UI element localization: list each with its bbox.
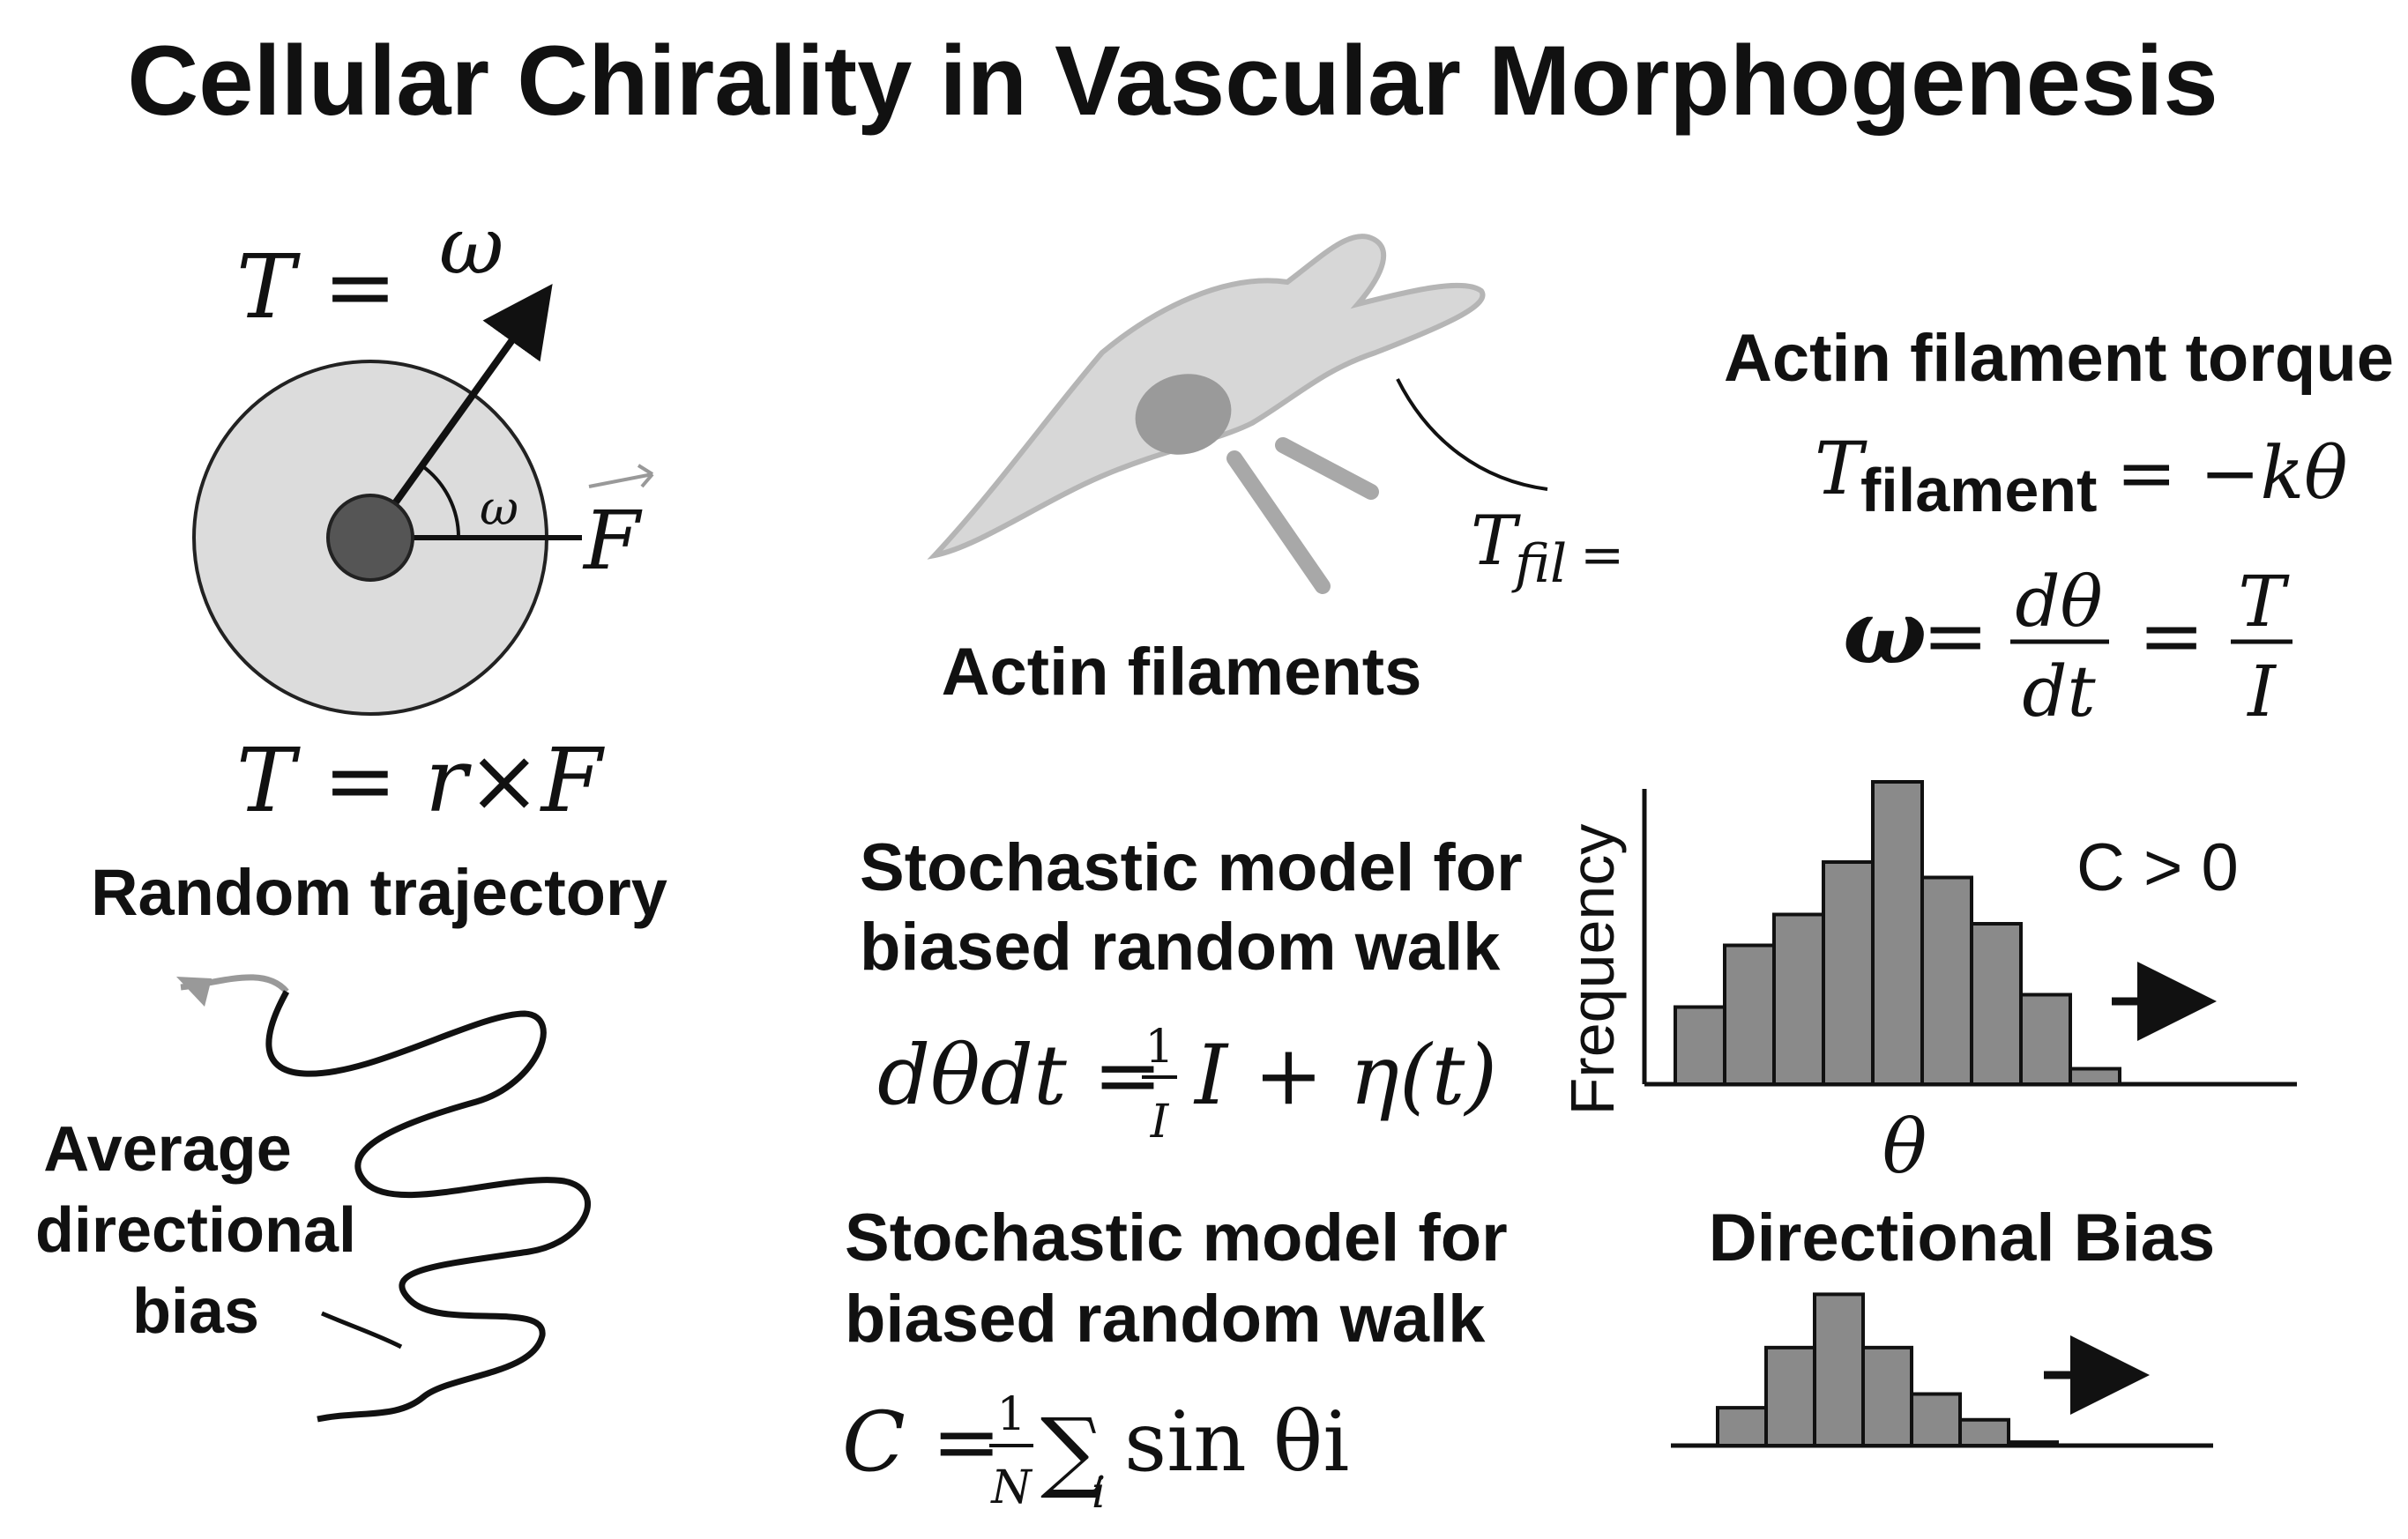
model-1-eq-rhs: I + η(t) (1193, 1028, 1497, 1124)
omega-equals-2: = (2138, 590, 2204, 682)
random-trajectory-path (265, 990, 591, 1423)
histogram-1-bar-7 (1970, 922, 2023, 1086)
model-1-frac-den: I (1150, 1096, 1170, 1149)
actin-filament-1 (1226, 450, 1331, 594)
angular-velocity-arrow (367, 284, 553, 540)
histogram-1-bars (1674, 780, 2121, 1086)
disc-hub (326, 494, 414, 582)
histogram-1-bar-6 (1920, 875, 1973, 1086)
average-bias-label-1: Average (43, 1114, 292, 1185)
torque-equation-top: T = (236, 235, 397, 338)
histogram-2-bar-7 (2007, 1440, 2059, 1447)
torque-panel: T = ω ω F T = r×F (192, 200, 654, 832)
t-fil-symbol: T (1471, 502, 1521, 581)
force-label: F (582, 494, 643, 588)
histogram-2-title: Directional Bias (1709, 1201, 2215, 1275)
histogram-2-bar-2 (1764, 1345, 1816, 1447)
omega-equals-1: = (1922, 590, 1988, 682)
histogram-2-bars (1716, 1292, 2059, 1448)
model-1-heading-line1: Stochastic model for (860, 830, 1523, 905)
frequency-histogram: Frequency θ C > 0 (1558, 780, 2297, 1190)
stochastic-model-1: Stochastic model for biased random walk … (860, 830, 1523, 1149)
torque-equations-panel: Actin filament torque T filament = −kθ ω… (1724, 321, 2394, 732)
histogram-1-bar-4 (1822, 860, 1875, 1086)
trajectory-end-segment (321, 1311, 403, 1349)
histogram-2-bar-4 (1861, 1345, 1913, 1447)
histogram-1-y-label: Frequency (1558, 824, 1627, 1116)
actin-panel: Actin filaments T fil = (927, 234, 1624, 710)
force-vector-head (637, 464, 654, 488)
model-1-heading-line2: biased random walk (860, 910, 1501, 985)
model-2-heading-line1: Stochastic model for (845, 1201, 1508, 1275)
average-bias-label-2: directional (35, 1195, 356, 1266)
histogram-2-bar-6 (1958, 1417, 2010, 1447)
force-vector-bar (588, 472, 653, 488)
actin-filament-2 (1275, 437, 1379, 500)
histogram-1-bar-2 (1723, 943, 1776, 1086)
omega-symbol: ω (1843, 580, 1927, 684)
angle-omega-label: ω (480, 480, 518, 536)
omega-top-symbol: ω (439, 200, 503, 293)
random-trajectory-heading: Random trajectory (91, 856, 667, 929)
histogram-1-bar-1 (1674, 1005, 1726, 1086)
model-2-frac-den: N (989, 1461, 1033, 1514)
model-2-heading-line2: biased random walk (845, 1282, 1486, 1357)
dtheta-numerator: dθ (2015, 561, 2102, 643)
t-fil-subscript: fil (1511, 533, 1567, 595)
stochastic-model-2: Stochastic model for biased random walk … (842, 1201, 1508, 1518)
t-numerator: T (2238, 561, 2290, 643)
trajectory-panel: Random trajectory Average directional bi… (35, 856, 667, 1423)
t-filament-subscript: filament (1860, 456, 2097, 524)
average-bias-label-3: bias (132, 1276, 259, 1347)
cell-nucleus (1135, 374, 1232, 455)
model-2-sum-subscript: i (1092, 1467, 1106, 1518)
directional-bias-histogram: Directional Bias (1671, 1201, 2215, 1448)
histogram-1-bar-3 (1772, 912, 1825, 1086)
histogram-2-bar-3 (1813, 1292, 1865, 1448)
actin-filaments-label: Actin filaments (942, 635, 1422, 710)
angle-arc (420, 464, 461, 539)
t-filament-rhs: = −kθ (2116, 432, 2348, 516)
t-filament-symbol: T (1815, 428, 1868, 511)
figure-title: Cellular Chirality in Vascular Morphogen… (127, 26, 2218, 136)
model-2-eq-lhs: C = (842, 1394, 1002, 1491)
dt-denominator: dt (2022, 651, 2096, 732)
model-1-frac-num: 1 (1144, 1021, 1174, 1074)
model-2-sum-symbol: ∑ (1040, 1399, 1103, 1502)
histogram-1-bar-8 (2019, 993, 2072, 1086)
histogram-1-bar-5 (1871, 780, 1924, 1086)
trajectory-start-head (176, 977, 212, 1007)
histogram-1-x-label: θ (1882, 1104, 1927, 1190)
model-2-frac-num: 1 (996, 1388, 1025, 1441)
model-2-eq-rhs: sin θi (1124, 1394, 1349, 1491)
histogram-1-annotation: C > 0 (2076, 830, 2239, 905)
t-fil-equals: = (1580, 524, 1624, 586)
histogram-2-bar-1 (1716, 1406, 1768, 1447)
i-denominator: I (2246, 651, 2277, 732)
torque-heading: Actin filament torque (1724, 321, 2394, 396)
torque-equation-bottom: T = r×F (236, 729, 606, 832)
filament-curve (1396, 378, 1548, 491)
histogram-1-bar-9 (2069, 1067, 2121, 1086)
model-1-eq-lhs: dθdt = (877, 1028, 1162, 1124)
histogram-2-bar-5 (1910, 1392, 1962, 1447)
